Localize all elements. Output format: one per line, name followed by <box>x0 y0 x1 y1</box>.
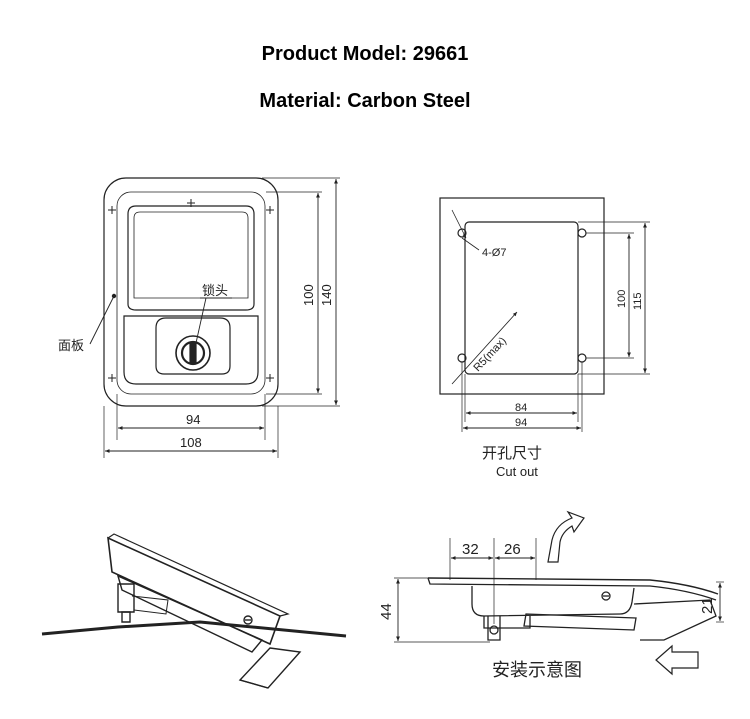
dim-94-cut-label: 94 <box>515 417 527 429</box>
handle-recess <box>127 205 255 311</box>
dim-100-cut-label: 100 <box>616 290 628 308</box>
side-view-open <box>41 533 347 689</box>
panel-screw-marks <box>108 199 274 382</box>
dim-140-label: 140 <box>319 284 334 306</box>
cutout-title-cn: 开孔尺寸 <box>482 444 542 462</box>
material-title: Material: Carbon Steel <box>259 90 471 112</box>
radius-label: R5(max) <box>471 335 509 374</box>
paddle <box>123 315 259 385</box>
dim-84-label: 84 <box>515 402 527 414</box>
dim-108-label: 108 <box>180 435 202 450</box>
cutout-opening <box>464 221 579 375</box>
lock-cylinder <box>175 335 211 371</box>
dim-21-label: 21 <box>699 597 716 614</box>
outer-panel-outline <box>103 177 279 407</box>
side-view-closed <box>394 510 724 676</box>
dim-94-label: 94 <box>186 412 200 427</box>
panel-label: 面板 <box>58 339 84 354</box>
front-view <box>89 177 340 458</box>
dim-44-label: 44 <box>378 603 395 620</box>
push-arrow-icon <box>655 644 699 676</box>
dim-26-label: 26 <box>504 541 521 558</box>
lock-label: 锁头 <box>202 283 228 299</box>
product-model-title: Product Model: 29661 <box>261 43 469 65</box>
cutout-title-en: Cut out <box>496 464 538 479</box>
dim-32-label: 32 <box>462 541 479 558</box>
rotate-arrow-icon <box>547 510 585 563</box>
dim-115-label: 115 <box>632 292 644 310</box>
cutout-sheet <box>439 197 605 395</box>
cutout-view <box>439 197 650 432</box>
hole-label: 4-Ø7 <box>482 247 506 259</box>
install-caption: 安装示意图 <box>492 660 582 681</box>
dim-100-label: 100 <box>301 284 316 306</box>
lock-housing <box>155 317 231 375</box>
